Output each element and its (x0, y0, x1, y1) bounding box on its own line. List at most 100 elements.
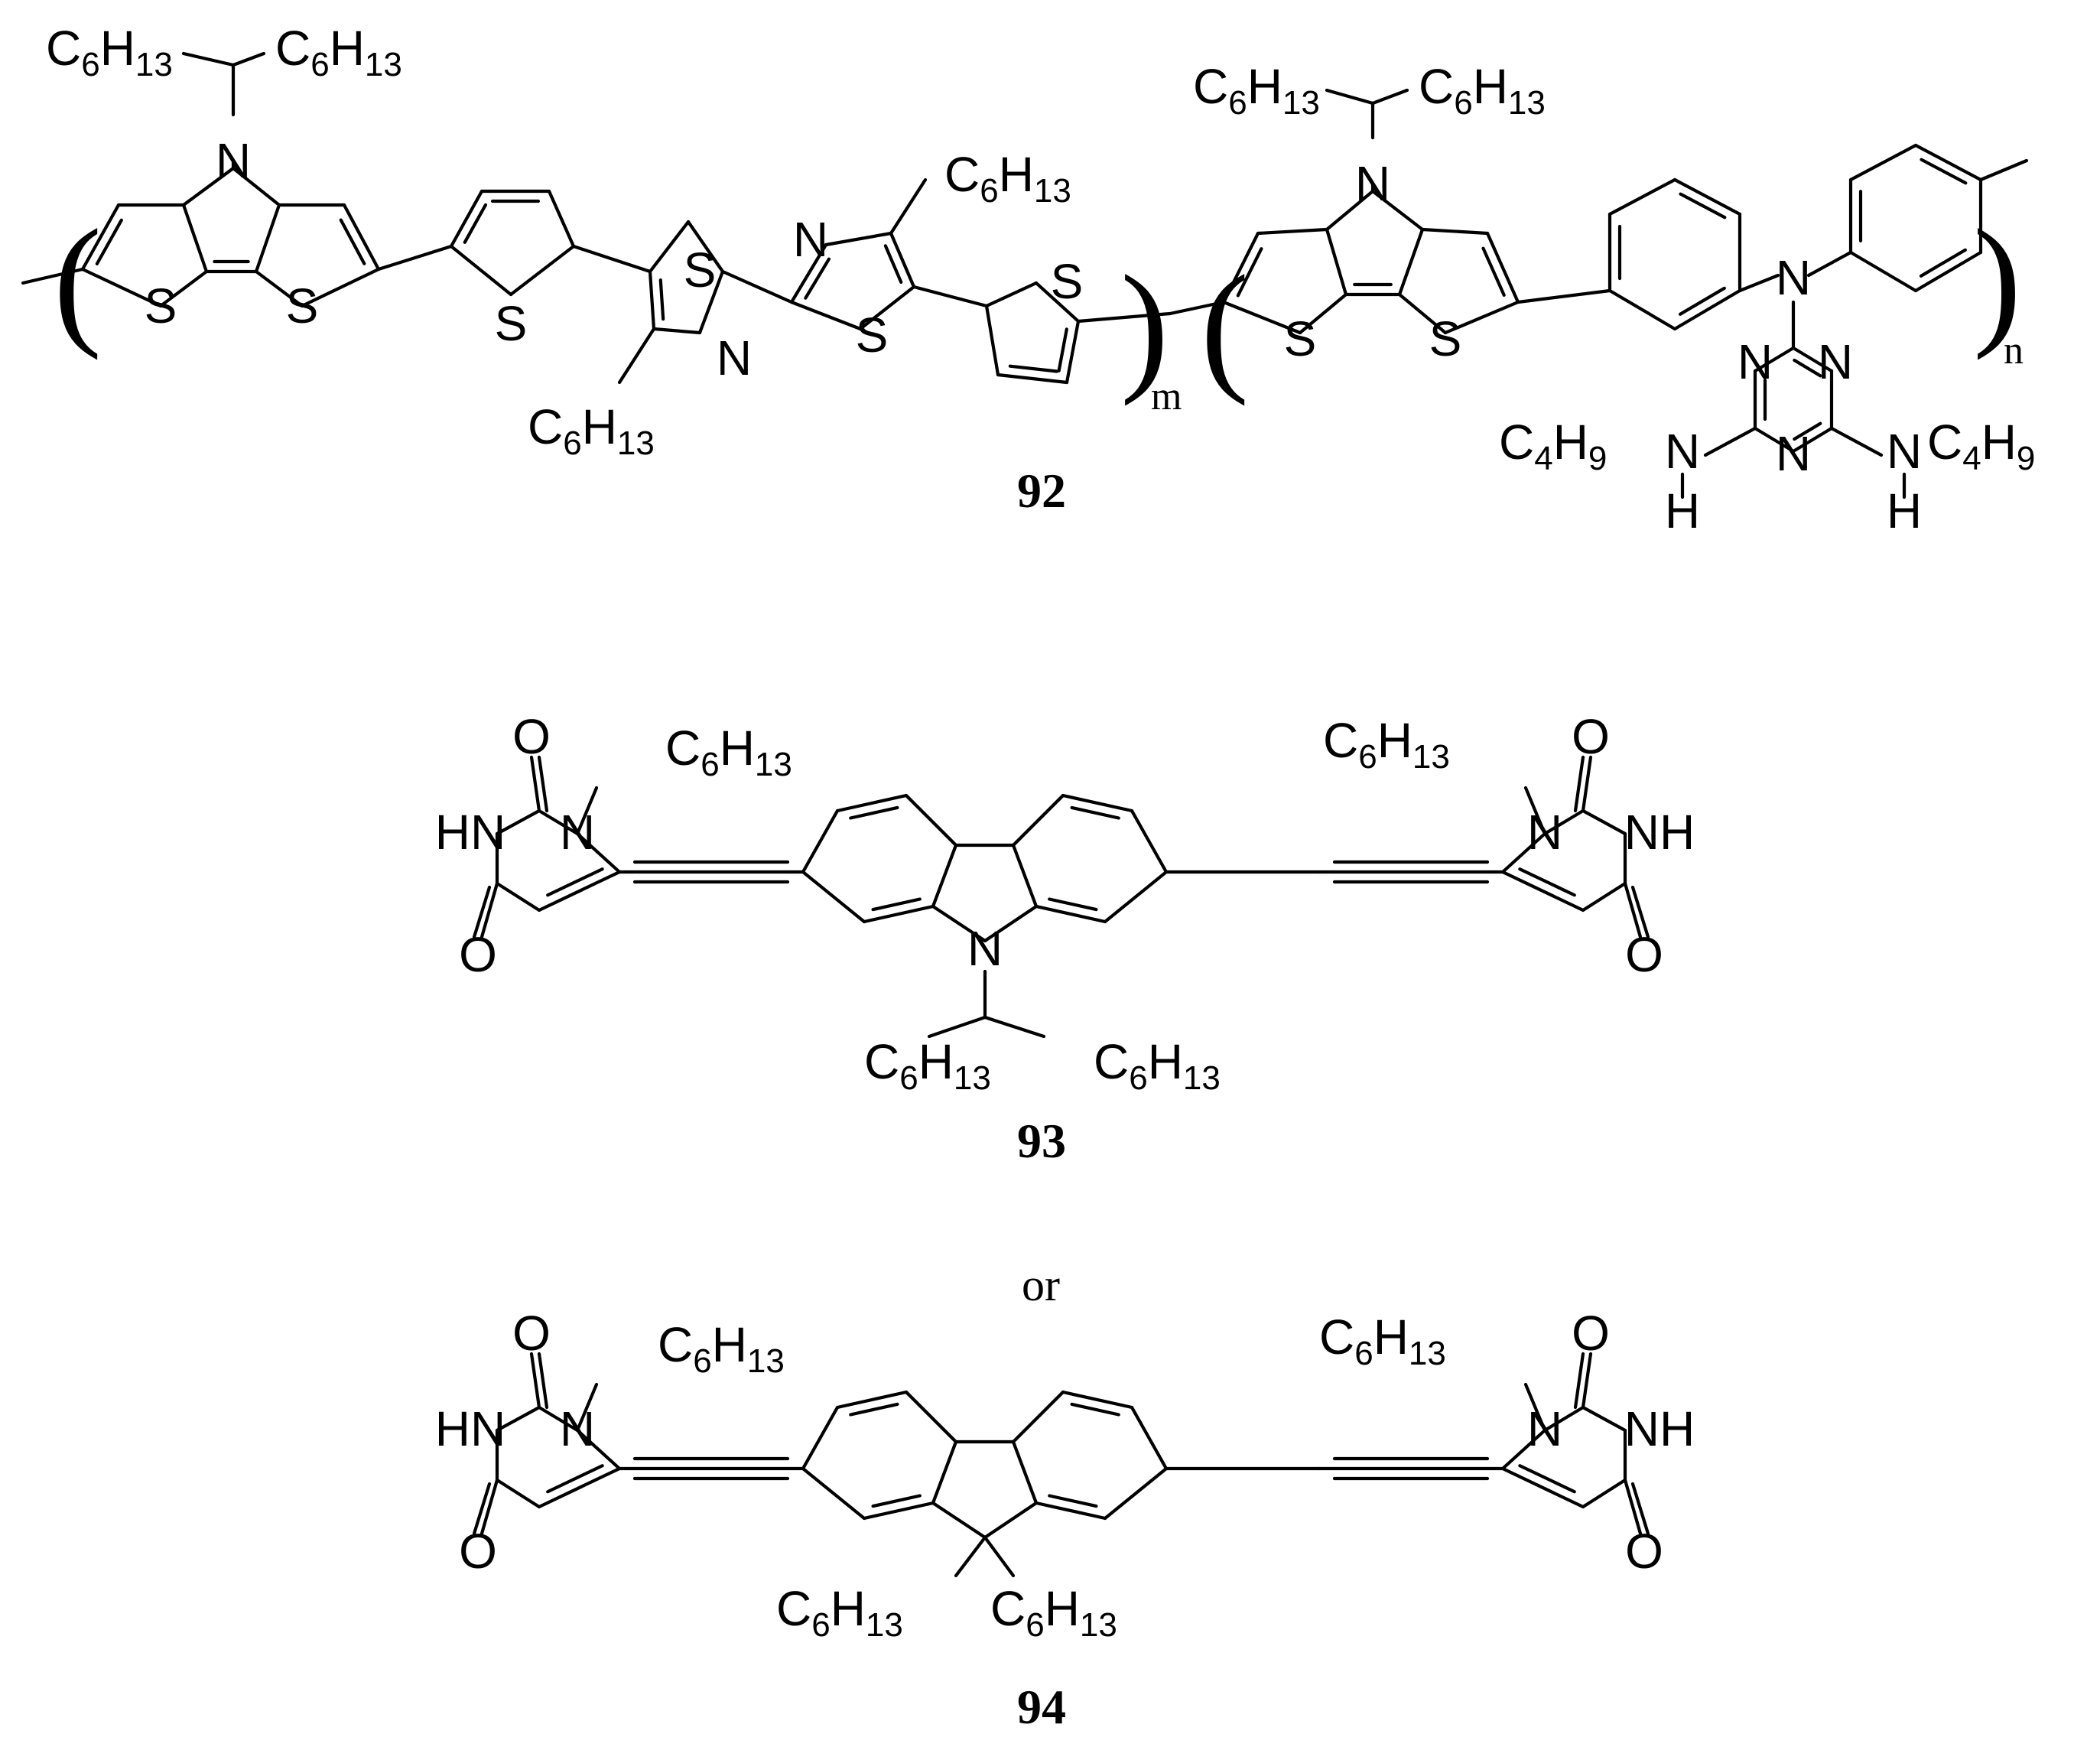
dtp1-pyrrole (254, 203, 281, 274)
thiazole-1 (648, 269, 656, 331)
link-dtp2-phenyl1 (1516, 288, 1612, 304)
c93-benzene-right (1103, 870, 1169, 924)
butyl-left: C4H9 (1499, 415, 1607, 477)
c94-right-uracil-c5c6 (1518, 1464, 1576, 1494)
chain-end-left (21, 267, 85, 285)
right-bracket-n: ) (1973, 200, 2021, 361)
left-bracket-m: ( (54, 200, 102, 361)
phenyl-1 (1673, 177, 1742, 216)
double-bond-inner (1919, 248, 1967, 278)
thiophene-1 (449, 189, 484, 249)
c93-hexyl-right: C6H13 (1323, 713, 1450, 776)
amine-n: N (1776, 250, 1811, 305)
c93-right-uracil-ring (1500, 831, 1547, 874)
tz2-hexyl-bond (889, 177, 928, 236)
c93-left-hn: HN (435, 805, 505, 860)
hexyl-thiazole2: C6H13 (944, 147, 1071, 210)
link-th1-tz1 (571, 244, 652, 274)
dtp2-thiophene-b (1443, 300, 1520, 335)
double-bond-inner (1236, 247, 1263, 298)
triazine (1791, 346, 1834, 373)
c93-left-uracil-ring (537, 808, 580, 836)
c94-c9-hexyl-left (954, 1535, 987, 1578)
c93-left-uracil-ring (575, 831, 622, 874)
c93-benzene-left (801, 870, 866, 924)
triazine-n-bottom: N (1776, 426, 1811, 481)
c93-left-n1: N (560, 805, 595, 860)
chain-end-right (1978, 158, 2029, 182)
c94-benzene-right (1130, 1405, 1169, 1471)
c93-right-uracil-ring (1581, 808, 1627, 836)
c94-benzene-right (1011, 1440, 1039, 1505)
c94-right-n1-hexyl (1523, 1382, 1547, 1433)
double-bond-inner (1920, 158, 1968, 185)
c94-right-uracil-ring (1581, 1405, 1627, 1433)
dtp2-thiophene-a (1221, 300, 1302, 335)
hexyl-thiazole1: C6H13 (528, 399, 655, 462)
c94-hexyl-right: C6H13 (1319, 1309, 1446, 1372)
dtp1-thiophene-a (80, 203, 121, 272)
c93-benzene-right (1034, 904, 1107, 924)
c93-left-uracil-ring (495, 808, 541, 836)
thiazole-2 (889, 231, 916, 289)
thiazole-1 (697, 269, 725, 335)
c93-hexyl-branch-left: C6H13 (864, 1034, 991, 1097)
c94-benzene-right (1103, 1466, 1169, 1521)
c94-left-uracil-ring (495, 1405, 541, 1433)
c94-left-o4: O (459, 1524, 497, 1579)
c93-branch-left (927, 1015, 987, 1039)
c93-right-n1-hexyl (1523, 786, 1547, 836)
thiophene-2 (984, 281, 1039, 308)
link-phenyl1-n (1738, 273, 1780, 293)
c93-left-c2-o-dbl (537, 755, 549, 813)
c94-left-c2-o (529, 1352, 541, 1410)
dtp2-thiophene-a (1298, 292, 1348, 335)
dtp1-pyrrole (181, 166, 236, 207)
c93-benzene-right (1011, 793, 1065, 847)
c93-n-right (983, 904, 1039, 943)
c93-right-o4: O (1625, 927, 1663, 982)
c94-right-c2-o-dbl (1573, 1352, 1585, 1410)
thiophene-2 (1065, 319, 1081, 385)
c94-benzene-left (801, 1466, 866, 1521)
dtp2-thiophene-a (1325, 227, 1348, 297)
c94-right-nh: NH (1624, 1401, 1695, 1456)
c94-c9-hexyl-right (983, 1535, 1016, 1578)
thiazole1-s: S (684, 242, 717, 298)
double-bond-inner (658, 278, 665, 321)
thiophene-2 (1034, 281, 1081, 324)
thiophene-2 (996, 372, 1069, 385)
c93-benzene-right (1011, 843, 1039, 909)
c93-branch-right (983, 1015, 1046, 1039)
thiophene-1 (509, 244, 576, 297)
left-bracket-n: ( (1201, 246, 1249, 407)
c94-c9-right (983, 1501, 1039, 1540)
double-bond-inner (1048, 1494, 1098, 1508)
double-bond-inner (95, 218, 123, 266)
c93-benzene-right (1130, 808, 1169, 874)
thiazole1-n: N (717, 330, 752, 386)
double-bond-inner (1057, 327, 1068, 372)
c93-benzene-left (835, 793, 909, 813)
c93-left-uracil-ring (495, 881, 541, 913)
c94-hexyl-left: C6H13 (658, 1317, 785, 1380)
c93-left-o2: O (512, 709, 551, 764)
thiophene-1 (449, 244, 513, 297)
c94-left-n1: N (560, 1401, 595, 1456)
c93-right-uracil-c5c6 (1518, 867, 1576, 897)
compound-label-94: 94 (1017, 1680, 1066, 1734)
phenyl-1 (1673, 288, 1742, 331)
double-bond-inner (871, 1494, 922, 1508)
bond-skeleton (21, 51, 2029, 1578)
double-bond-inner (1008, 364, 1059, 373)
dtp2-s-right: S (1429, 311, 1462, 366)
dtp1-thiophene-a (181, 203, 209, 274)
c93-left-uracil-c5c6 (546, 867, 604, 897)
c93-n-left (931, 904, 987, 943)
triazine-n-left: N (1738, 334, 1773, 389)
c93-right-nh: NH (1624, 805, 1695, 860)
c94-hexyl-c9-left: C6H13 (776, 1581, 903, 1644)
phenyl-1 (1608, 288, 1677, 331)
thiophene-2 (984, 304, 1000, 377)
